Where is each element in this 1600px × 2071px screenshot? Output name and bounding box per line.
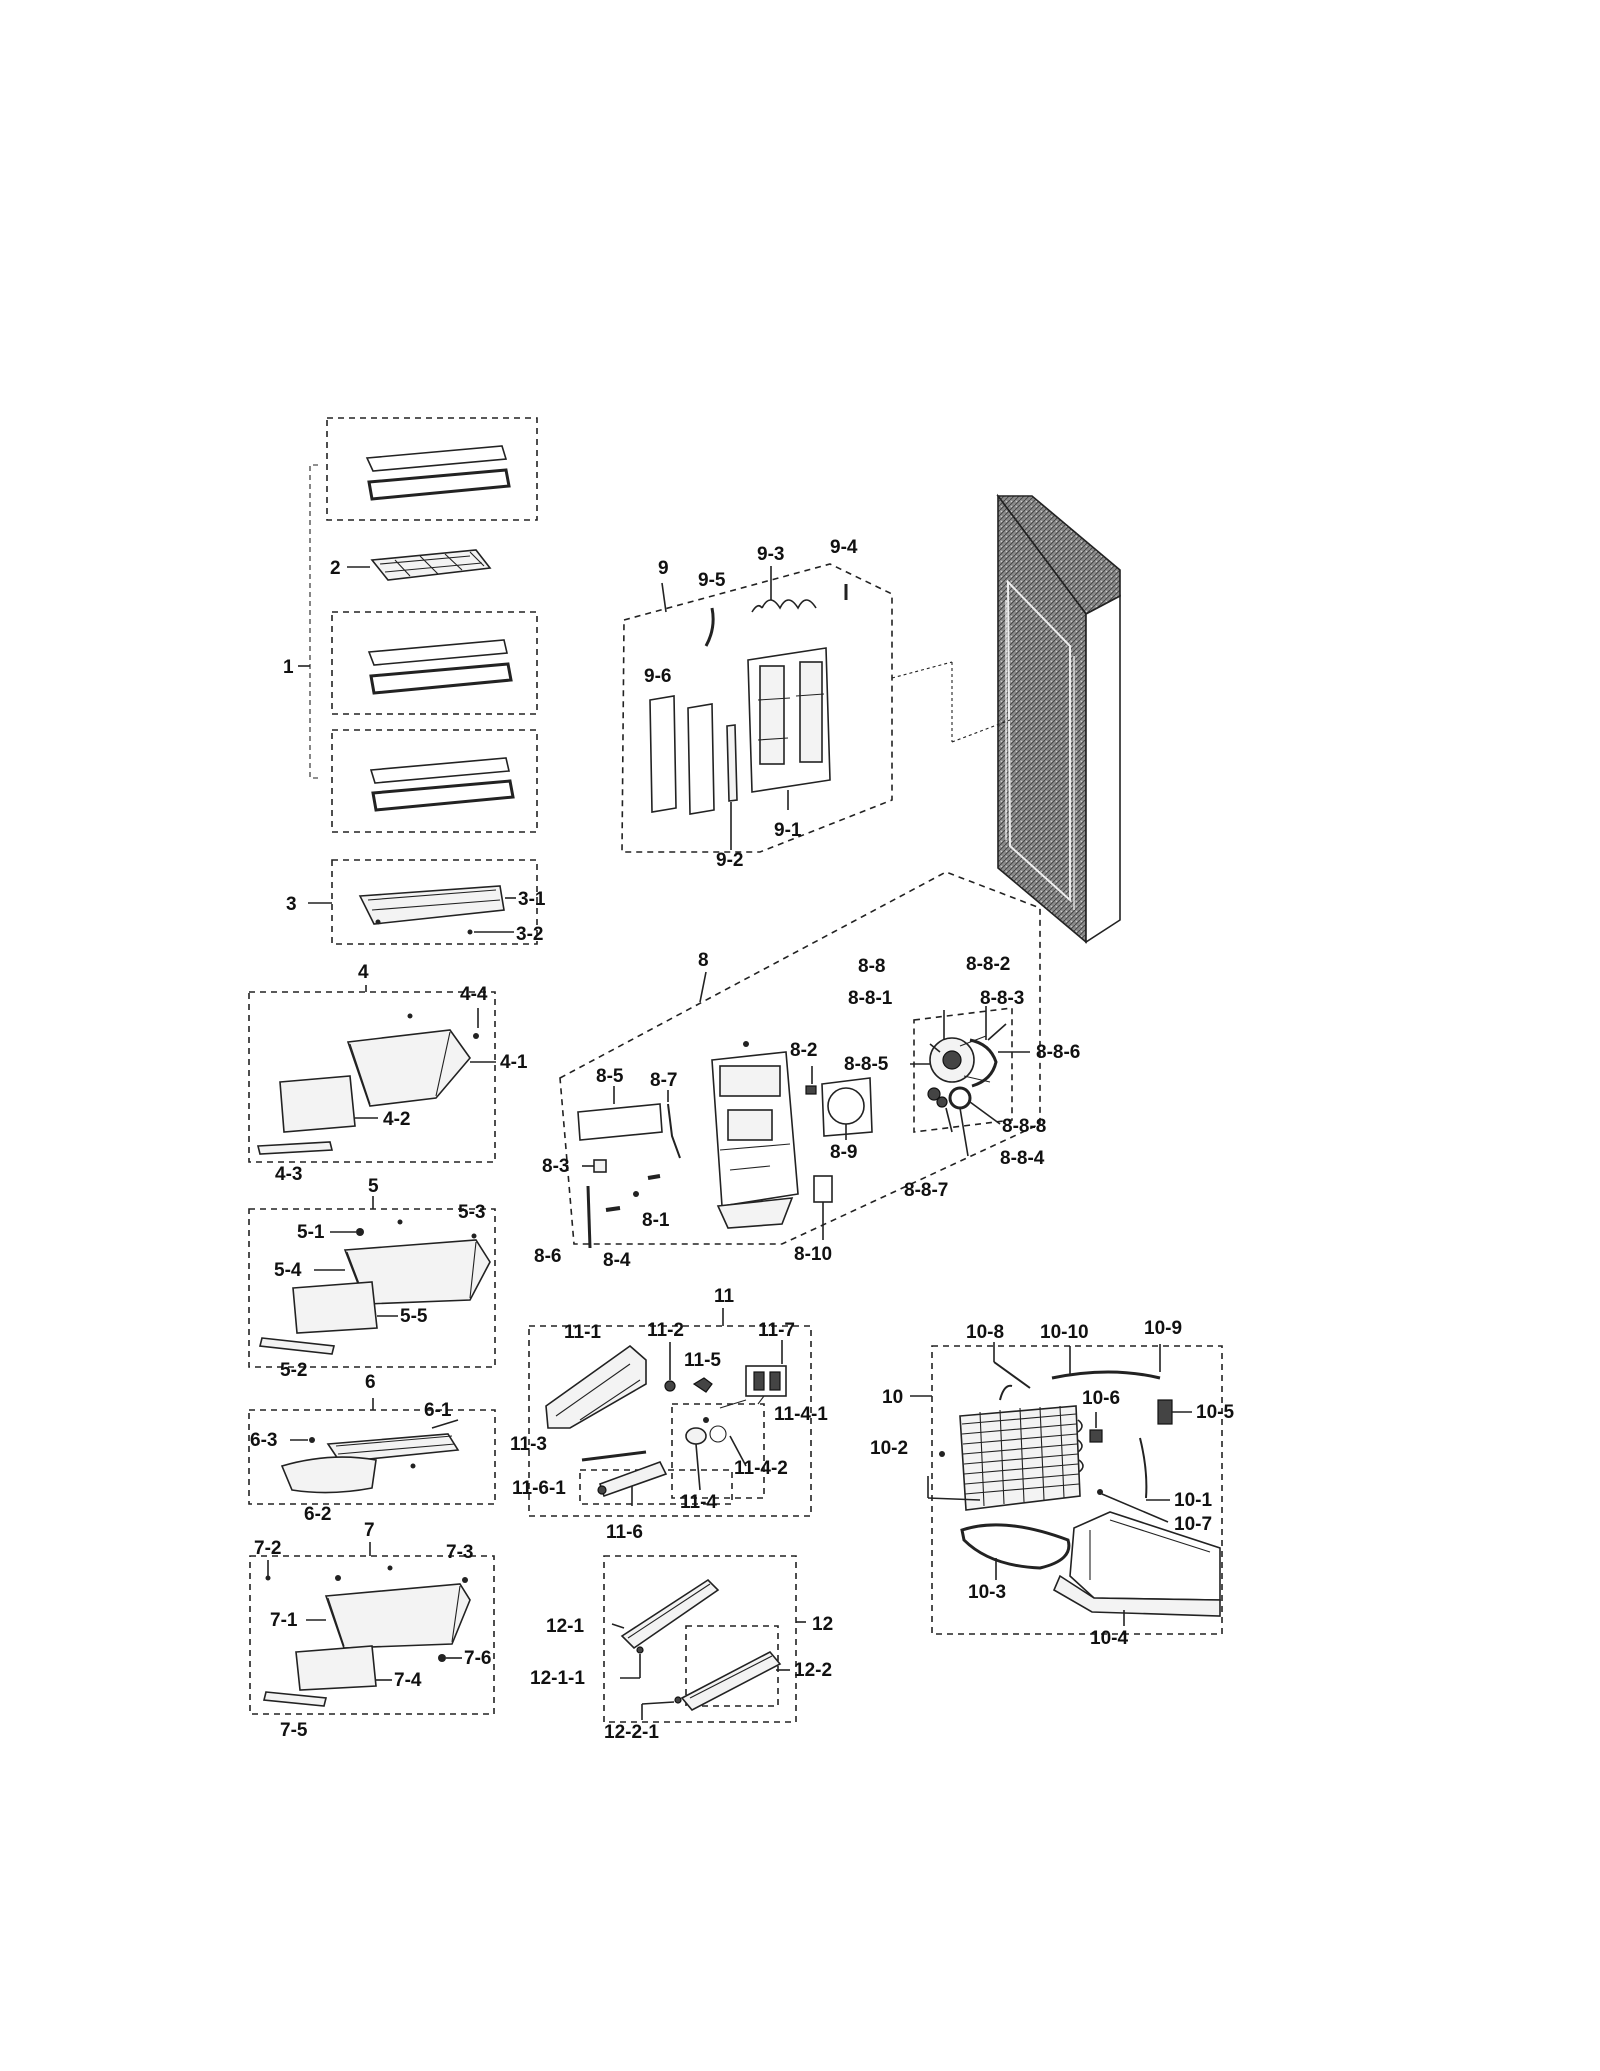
group-8 xyxy=(559,871,1041,1249)
label-2: 2 xyxy=(330,558,341,579)
label-8-8-5: 8-8-5 xyxy=(844,1054,889,1075)
label-3: 3 xyxy=(286,894,297,915)
label-12: 12 xyxy=(812,1614,833,1635)
label-8: 8 xyxy=(698,950,709,971)
label-8-8-7: 8-8-7 xyxy=(904,1180,948,1201)
label-8-8-8: 8-8-8 xyxy=(1002,1116,1046,1137)
label-11-2: 11-2 xyxy=(647,1320,684,1341)
label-8-8-2: 8-8-2 xyxy=(966,954,1010,975)
label-11-4: 11-4 xyxy=(680,1492,717,1513)
group-7 xyxy=(249,1542,495,1715)
label-3-1: 3-1 xyxy=(518,889,546,910)
label-8-1: 8-1 xyxy=(642,1210,670,1231)
label-6-2: 6-2 xyxy=(304,1504,331,1525)
label-8-7: 8-7 xyxy=(650,1070,677,1091)
label-9-5: 9-5 xyxy=(698,570,726,591)
label-7-5: 7-5 xyxy=(280,1720,308,1741)
label-10-8: 10-8 xyxy=(966,1322,1004,1343)
label-6-1: 6-1 xyxy=(424,1400,452,1421)
label-12-2-1: 12-2-1 xyxy=(604,1722,659,1743)
label-8-6: 8-6 xyxy=(534,1246,561,1267)
wire-basket xyxy=(370,549,492,581)
label-5-1: 5-1 xyxy=(297,1222,325,1243)
label-10-5: 10-5 xyxy=(1196,1402,1234,1423)
label-10: 10 xyxy=(882,1387,903,1408)
label-8-3: 8-3 xyxy=(542,1156,569,1177)
label-4-2: 4-2 xyxy=(383,1109,410,1130)
label-7-3: 7-3 xyxy=(446,1542,473,1563)
label-7-2: 7-2 xyxy=(254,1538,281,1559)
label-7-1: 7-1 xyxy=(270,1610,298,1631)
label-9-4: 9-4 xyxy=(830,537,858,558)
group-10 xyxy=(910,1342,1223,1635)
label-5-3: 5-3 xyxy=(458,1202,485,1223)
label-10-9: 10-9 xyxy=(1144,1318,1182,1339)
refrigerator-cabinet xyxy=(891,493,1121,944)
label-10-7: 10-7 xyxy=(1174,1514,1212,1535)
label-11-6: 11-6 xyxy=(606,1522,643,1543)
group-4 xyxy=(248,985,496,1163)
label-5: 5 xyxy=(368,1176,379,1197)
label-8-5: 8-5 xyxy=(596,1066,624,1087)
label-11: 11 xyxy=(714,1286,735,1307)
group-9 xyxy=(621,563,893,853)
label-8-8: 8-8 xyxy=(858,956,885,977)
label-12-2: 12-2 xyxy=(794,1660,832,1681)
label-11-4-1: 11-4-1 xyxy=(774,1404,828,1425)
label-4-3: 4-3 xyxy=(275,1164,302,1185)
label-4-1: 4-1 xyxy=(500,1052,528,1073)
label-8-8-4: 8-8-4 xyxy=(1000,1148,1045,1169)
label-8-10: 8-10 xyxy=(794,1244,832,1265)
label-10-1: 10-1 xyxy=(1174,1490,1212,1511)
label-7-6: 7-6 xyxy=(464,1648,491,1669)
label-9-6: 9-6 xyxy=(644,666,671,687)
label-10-2: 10-2 xyxy=(870,1438,908,1459)
label-11-1: 11-1 xyxy=(564,1322,601,1343)
label-4-4: 4-4 xyxy=(460,984,488,1005)
shelf-group-1 xyxy=(298,417,538,833)
label-9-2: 9-2 xyxy=(716,850,743,871)
label-8-2: 8-2 xyxy=(790,1040,817,1061)
label-9-1: 9-1 xyxy=(774,820,802,841)
label-6-3: 6-3 xyxy=(250,1430,277,1451)
label-5-2: 5-2 xyxy=(280,1360,307,1381)
label-12-1: 12-1 xyxy=(546,1616,584,1637)
label-10-3: 10-3 xyxy=(968,1582,1006,1603)
label-1: 1 xyxy=(283,657,294,678)
label-7-4: 7-4 xyxy=(394,1670,422,1691)
label-8-9: 8-9 xyxy=(830,1142,857,1163)
label-6: 6 xyxy=(365,1372,376,1393)
label-10-4: 10-4 xyxy=(1090,1628,1128,1649)
label-8-8-1: 8-8-1 xyxy=(848,988,893,1009)
group-12 xyxy=(603,1555,806,1723)
label-8-8-6: 8-8-6 xyxy=(1036,1042,1080,1063)
group-6 xyxy=(248,1398,496,1505)
label-7: 7 xyxy=(364,1520,375,1541)
label-8-8-3: 8-8-3 xyxy=(980,988,1024,1009)
label-11-5: 11-5 xyxy=(684,1350,721,1371)
label-12-1-1: 12-1-1 xyxy=(530,1668,585,1689)
label-11-7: 11-7 xyxy=(758,1320,795,1341)
label-11-6-1: 11-6-1 xyxy=(512,1478,566,1499)
label-8-4: 8-4 xyxy=(603,1250,631,1271)
group-5 xyxy=(248,1196,496,1368)
group-3 xyxy=(308,859,538,945)
label-4: 4 xyxy=(358,962,369,983)
label-5-4: 5-4 xyxy=(274,1260,302,1281)
label-10-10: 10-10 xyxy=(1040,1322,1089,1343)
label-3-2: 3-2 xyxy=(516,924,543,945)
label-9-3: 9-3 xyxy=(757,544,784,565)
label-11-3: 11-3 xyxy=(510,1434,547,1455)
group-11 xyxy=(528,1308,812,1517)
label-11-4-2: 11-4-2 xyxy=(734,1458,788,1479)
label-10-6: 10-6 xyxy=(1082,1388,1120,1409)
label-5-5: 5-5 xyxy=(400,1306,428,1327)
label-9: 9 xyxy=(658,558,669,579)
